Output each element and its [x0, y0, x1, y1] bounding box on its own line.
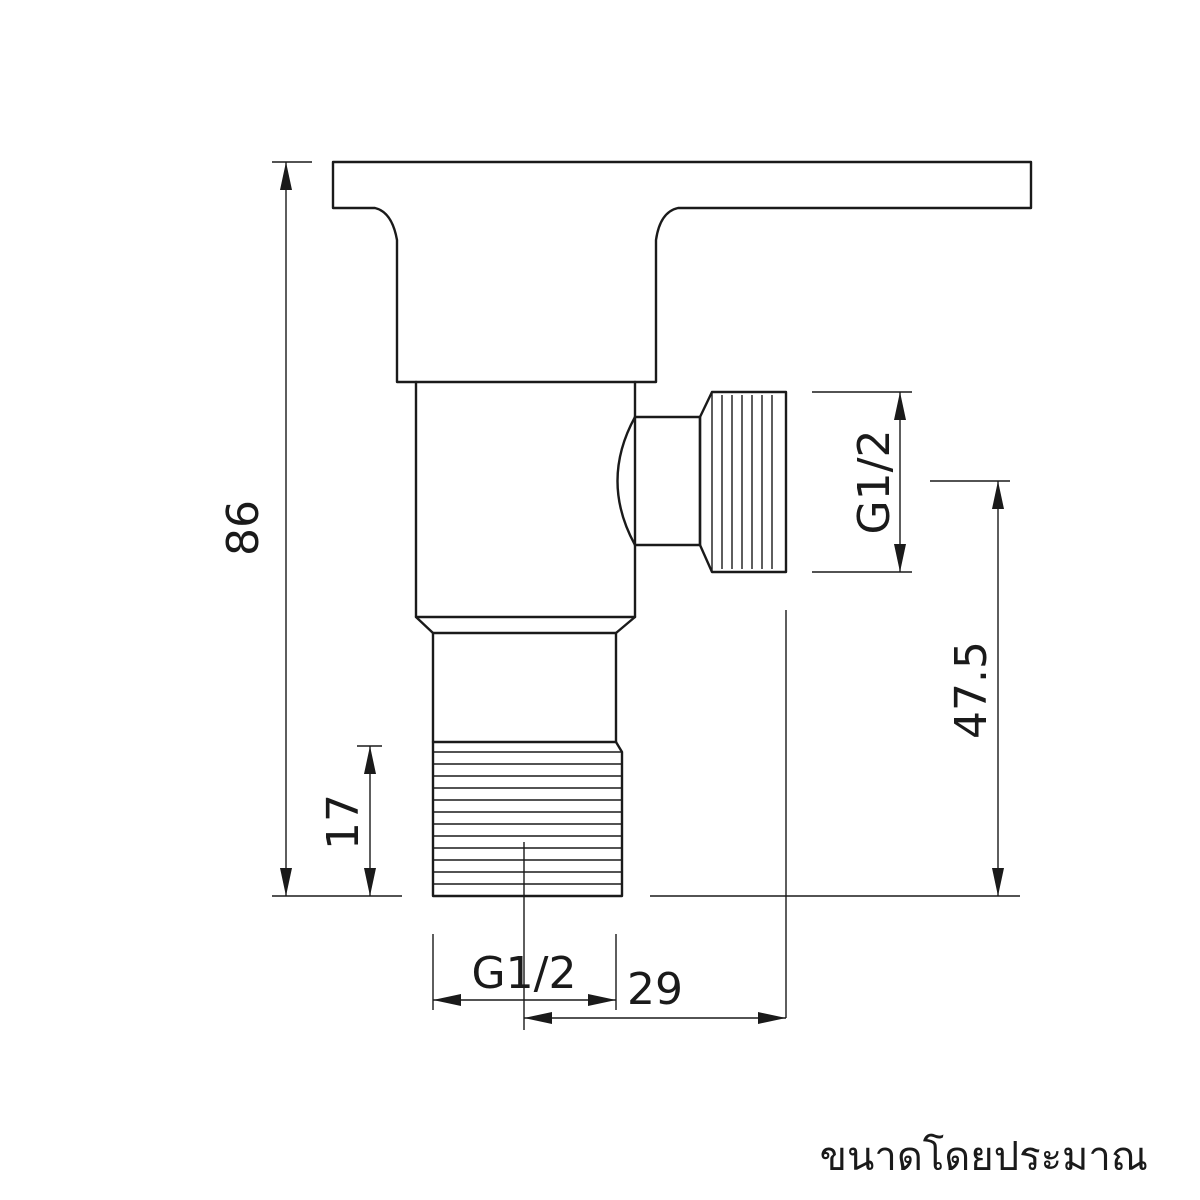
outlet-thread: [711, 392, 773, 572]
dimension-inlet-thread-length: 17: [318, 746, 376, 896]
dimension-outlet-height: 47.5: [946, 481, 1004, 896]
inlet-thread-label: G1/2: [472, 948, 577, 999]
valve-body: [414, 380, 637, 635]
overall-height-label: 86: [218, 500, 269, 556]
inlet-pipe: [431, 631, 624, 898]
dimension-overall-height: 86: [218, 162, 292, 896]
extension-lines: [272, 161, 1020, 1030]
dimension-outlet-offset: 29: [524, 964, 786, 1024]
outlet-connection: [616, 390, 788, 574]
inlet-thread: [433, 751, 622, 885]
outlet-thread-label: G1/2: [849, 430, 900, 535]
dimension-inlet-thread: G1/2: [433, 948, 616, 1006]
dimension-outlet-thread: G1/2: [849, 392, 906, 572]
approximate-size-note: ขนาดโดยประมาณ: [819, 1134, 1148, 1180]
valve-handle: [331, 160, 1033, 384]
outlet-offset-label: 29: [627, 964, 683, 1015]
outlet-height-label: 47.5: [946, 641, 997, 739]
inlet-thread-length-label: 17: [318, 794, 369, 850]
